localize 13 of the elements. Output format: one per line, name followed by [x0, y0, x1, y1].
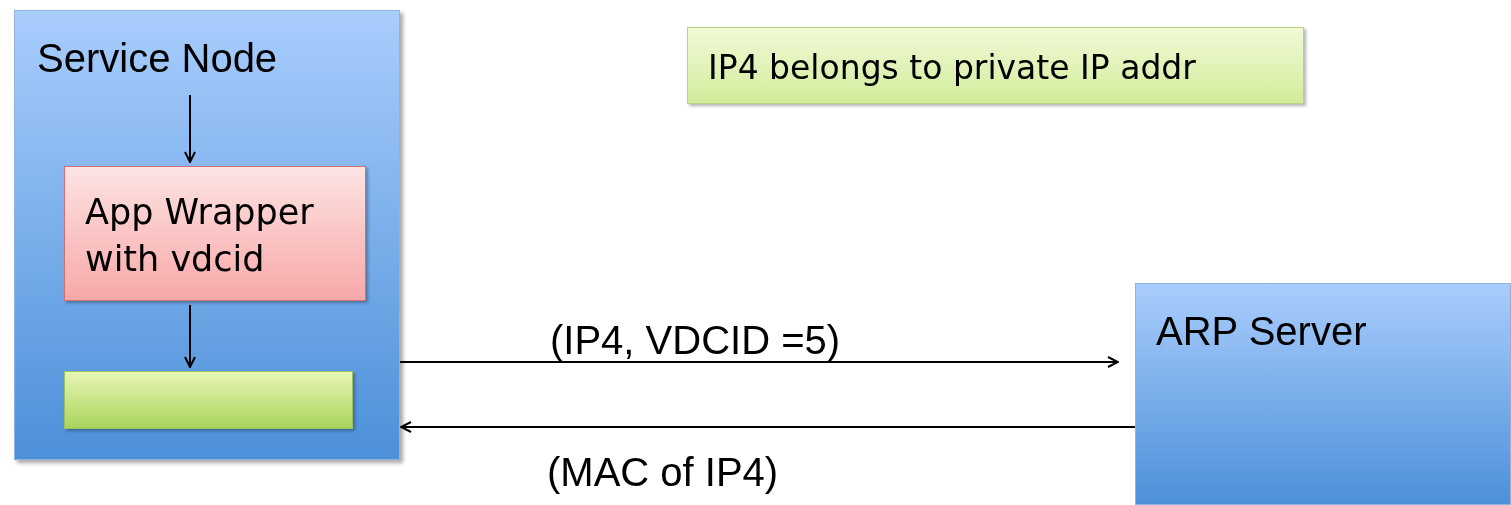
node-label: ARP Server	[1156, 308, 1367, 355]
node-label: IP4 belongs to private IP addr	[708, 47, 1196, 89]
container-box	[14, 10, 400, 460]
node-label: Service Node	[37, 35, 278, 82]
node-label: App Wrapper with vdcid	[85, 191, 315, 282]
arrow	[400, 421, 1136, 433]
process-box	[64, 166, 366, 301]
arrow	[184, 304, 196, 368]
server-box	[1135, 283, 1511, 505]
arrow	[184, 94, 196, 163]
bar-box	[64, 371, 353, 429]
note-box	[687, 27, 1304, 104]
arrow	[399, 356, 1119, 368]
